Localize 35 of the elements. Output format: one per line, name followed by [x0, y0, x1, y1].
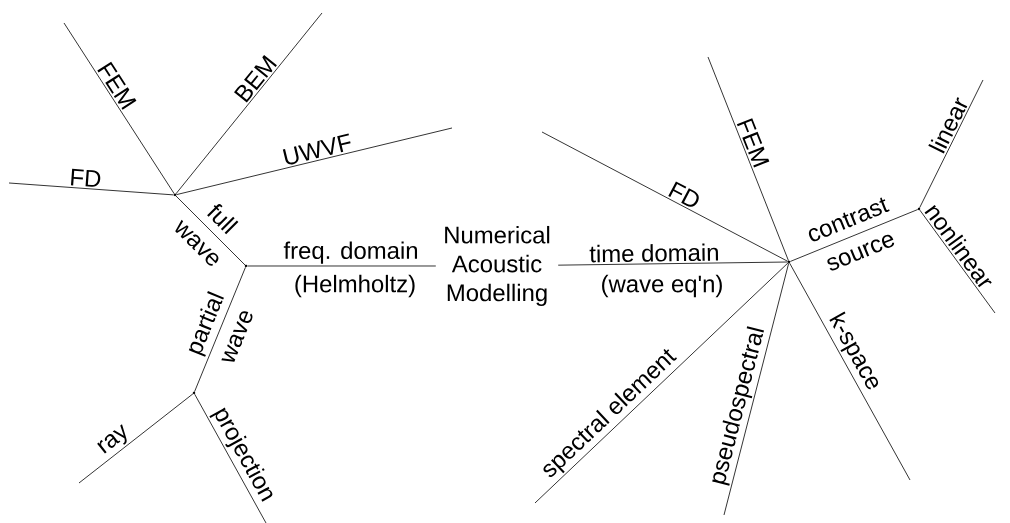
- branch-line: [63, 22, 175, 195]
- branch-line: [8, 182, 174, 196]
- branch-point: [787, 260, 791, 264]
- note-label: (wave eq'n): [602, 274, 722, 298]
- branch-line: [919, 209, 996, 314]
- branch-line: [78, 393, 194, 484]
- branch-line: [789, 209, 919, 262]
- edge-label: UWVF: [282, 133, 351, 165]
- branch-line: [789, 262, 911, 481]
- branch-line: [707, 56, 789, 262]
- topic-label: Numerical Acoustic Modelling: [445, 225, 550, 307]
- branch-line: [194, 266, 246, 393]
- branch-line: [534, 262, 789, 504]
- edge-label: time domain: [589, 243, 719, 263]
- branch-line: [175, 12, 323, 195]
- branch-line: [247, 265, 437, 267]
- branch-line: [919, 79, 984, 209]
- branch-line: [175, 127, 453, 196]
- branch-line: [557, 261, 788, 266]
- edge-label: freq. domain: [283, 241, 417, 264]
- branch-point: [244, 264, 248, 268]
- branch-line: [541, 131, 789, 262]
- edge-label: linear: [928, 97, 968, 154]
- edge-label: partial wave: [188, 291, 253, 362]
- branch-line: [723, 262, 790, 516]
- note-label: (Helmholtz): [295, 274, 415, 298]
- edge-label: FD: [668, 181, 699, 207]
- branch-line: [194, 393, 267, 523]
- edge-label: FD: [70, 168, 101, 187]
- branch-point: [917, 207, 921, 211]
- branch-point: [173, 193, 177, 197]
- edge-label: ray: [97, 424, 127, 454]
- branch-line: [175, 195, 246, 266]
- edge-label: FEM: [736, 118, 770, 168]
- branch-point: [192, 391, 196, 395]
